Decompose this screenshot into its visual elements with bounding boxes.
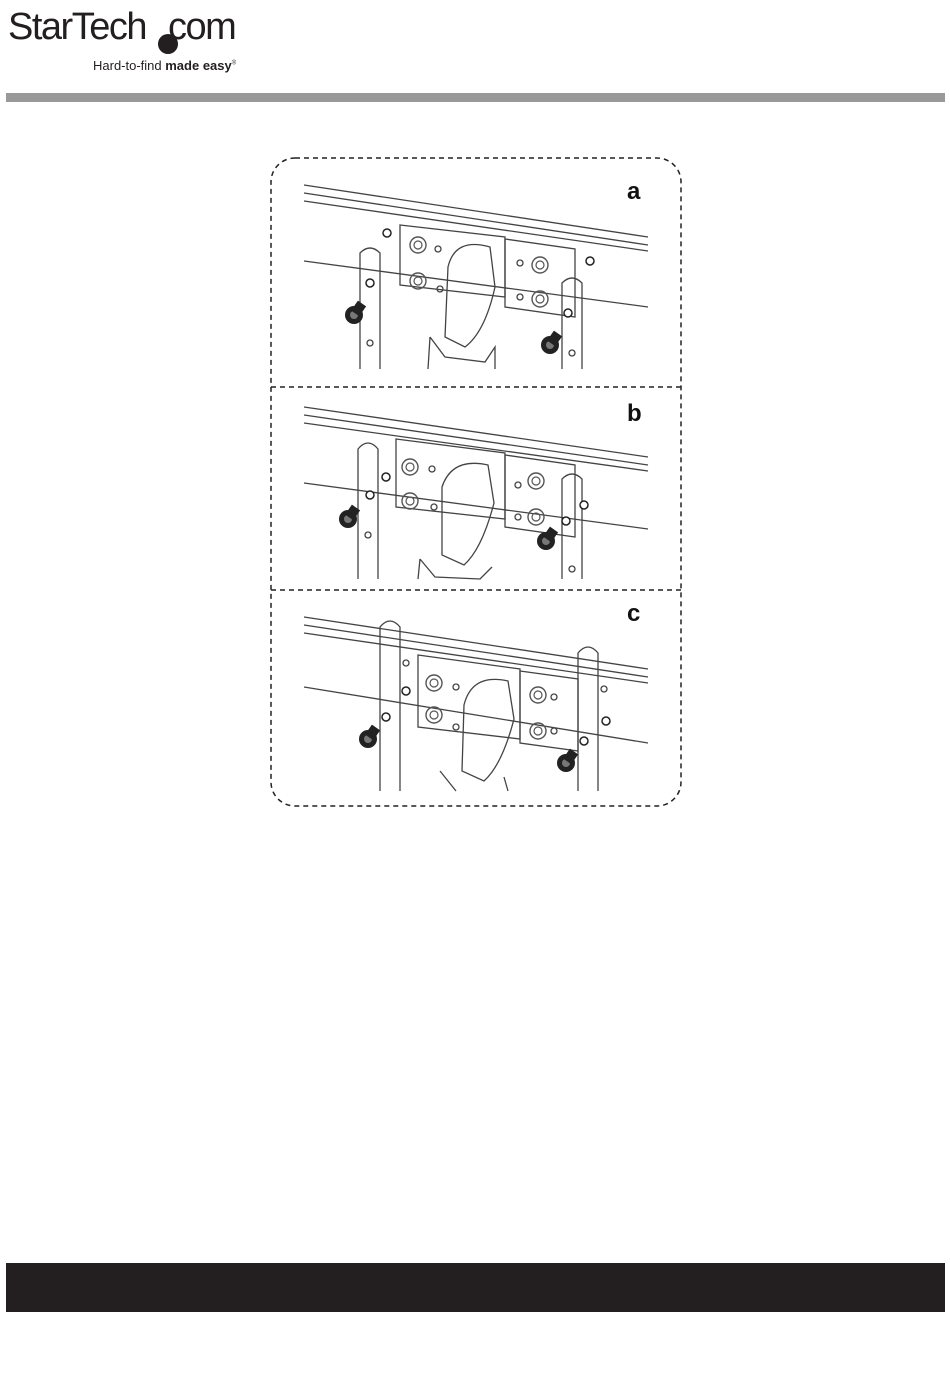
- footer-bar: [6, 1263, 945, 1312]
- tagline-bold: made easy: [165, 58, 232, 73]
- registered-mark: ®: [232, 61, 236, 67]
- figure-frame: [271, 158, 681, 806]
- installation-diagram: a b: [270, 157, 682, 807]
- logo-text: StarTech: [8, 6, 146, 48]
- panel-c: [304, 617, 648, 791]
- panel-label-b: b: [627, 400, 642, 427]
- logo-tagline: Hard-to-find made easy®: [93, 58, 236, 73]
- panel-label-c: c: [627, 600, 640, 627]
- logo-suffix: com: [168, 6, 235, 48]
- logo-dot-icon: [158, 34, 178, 54]
- startech-logo: StarTech com Hard-to-find made easy®: [8, 6, 248, 76]
- logo-wordmark: StarTech com: [8, 6, 235, 49]
- panel-a: [304, 185, 648, 369]
- tagline-light: Hard-to-find: [93, 58, 165, 73]
- panel-label-a: a: [627, 178, 641, 205]
- installation-figure: a b: [270, 157, 682, 807]
- panel-b: [304, 407, 648, 579]
- header-divider: [6, 93, 945, 102]
